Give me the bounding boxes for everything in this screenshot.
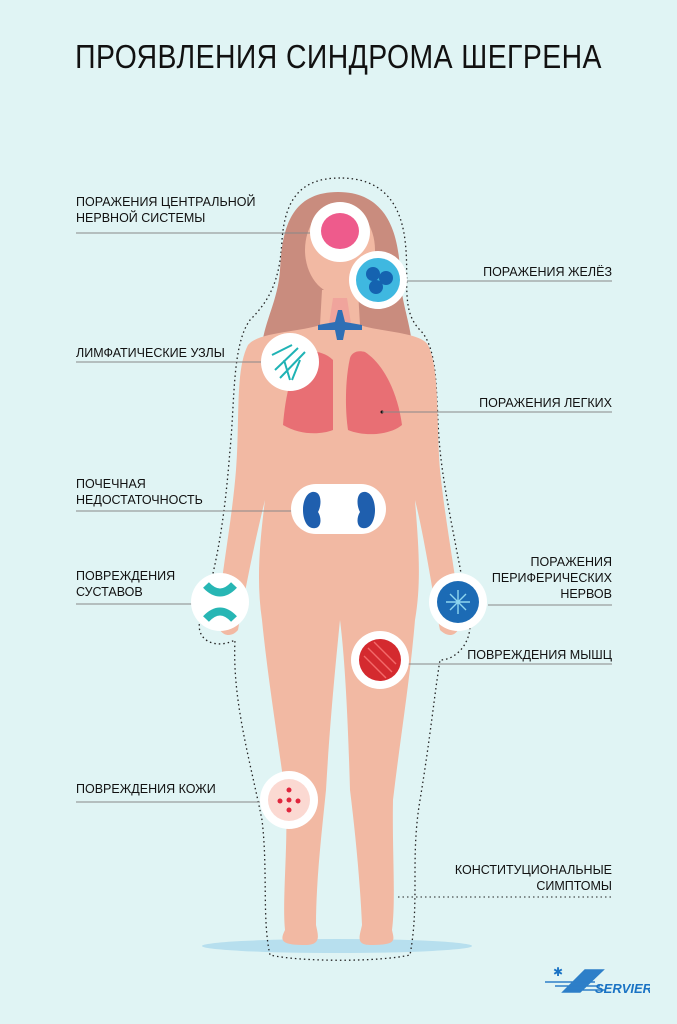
kidneys-icon <box>291 484 386 534</box>
label-nerves-line: НЕРВОВ <box>560 587 612 601</box>
label-constitutional-line: СИМПТОМЫ <box>536 879 612 893</box>
label-constitutional-line: КОНСТИТУЦИОНАЛЬНЫЕ <box>454 863 612 877</box>
label-lungs: ПОРАЖЕНИЯ ЛЕГКИХ <box>479 396 612 410</box>
skin-icon <box>260 771 318 829</box>
lymph-vessels <box>318 310 362 340</box>
label-nerves: ПОРАЖЕНИЯ ПЕРИФЕРИЧЕСКИХ НЕРВОВ <box>492 554 612 602</box>
leader-lines <box>76 232 612 898</box>
label-kidney-line: ПОЧЕЧНАЯ <box>76 477 146 491</box>
label-cns-line: НЕРВНОЙ СИСТЕМЫ <box>76 211 206 225</box>
muscle-icon <box>351 631 409 689</box>
glands-icon <box>349 251 407 309</box>
label-constitutional: КОНСТИТУЦИОНАЛЬНЫЕ СИМПТОМЫ <box>455 862 612 894</box>
logo-text: SERVIER <box>595 981 650 996</box>
label-muscles: ПОВРЕЖДЕНИЯ МЫШЦ <box>467 648 612 662</box>
servier-logo: ✱ SERVIER <box>545 962 653 1002</box>
body-silhouette <box>217 290 461 945</box>
joint-icon <box>191 573 249 631</box>
label-glands: ПОРАЖЕНИЯ ЖЕЛЁЗ <box>483 265 612 279</box>
label-joints: ПОВРЕЖДЕНИЯ СУСТАВОВ <box>76 568 175 600</box>
label-joints-line: СУСТАВОВ <box>76 585 143 599</box>
label-nerves-line: ПЕРИФЕРИЧЕСКИХ <box>491 571 612 585</box>
label-cns: ПОРАЖЕНИЯ ЦЕНТРАЛЬНОЙ НЕРВНОЙ СИСТЕМЫ <box>76 194 255 226</box>
label-kidney-line: НЕДОСТАТОЧНОСТЬ <box>76 493 203 507</box>
nerve-icon <box>429 573 487 631</box>
page-title: ПРОЯВЛЕНИЯ СИНДРОМА ШЕГРЕНА <box>75 38 602 75</box>
logo-star-icon: ✱ <box>553 965 563 979</box>
brain-icon <box>310 202 370 262</box>
lymph-node-icon <box>261 333 319 391</box>
right-lung <box>345 351 402 435</box>
label-joints-line: ПОВРЕЖДЕНИЯ <box>76 569 176 583</box>
floor-shadow <box>202 939 472 953</box>
label-lymph: ЛИМФАТИЧЕСКИЕ УЗЛЫ <box>76 346 225 360</box>
label-kidney: ПОЧЕЧНАЯ НЕДОСТАТОЧНОСТЬ <box>76 476 203 508</box>
logo-mark: ✱ SERVIER <box>545 965 653 996</box>
logo-swoosh <box>545 969 605 993</box>
label-cns-line: ПОРАЖЕНИЯ ЦЕНТРАЛЬНОЙ <box>76 195 256 209</box>
label-skin: ПОВРЕЖДЕНИЯ КОЖИ <box>76 782 216 796</box>
label-nerves-line: ПОРАЖЕНИЯ <box>530 555 612 569</box>
